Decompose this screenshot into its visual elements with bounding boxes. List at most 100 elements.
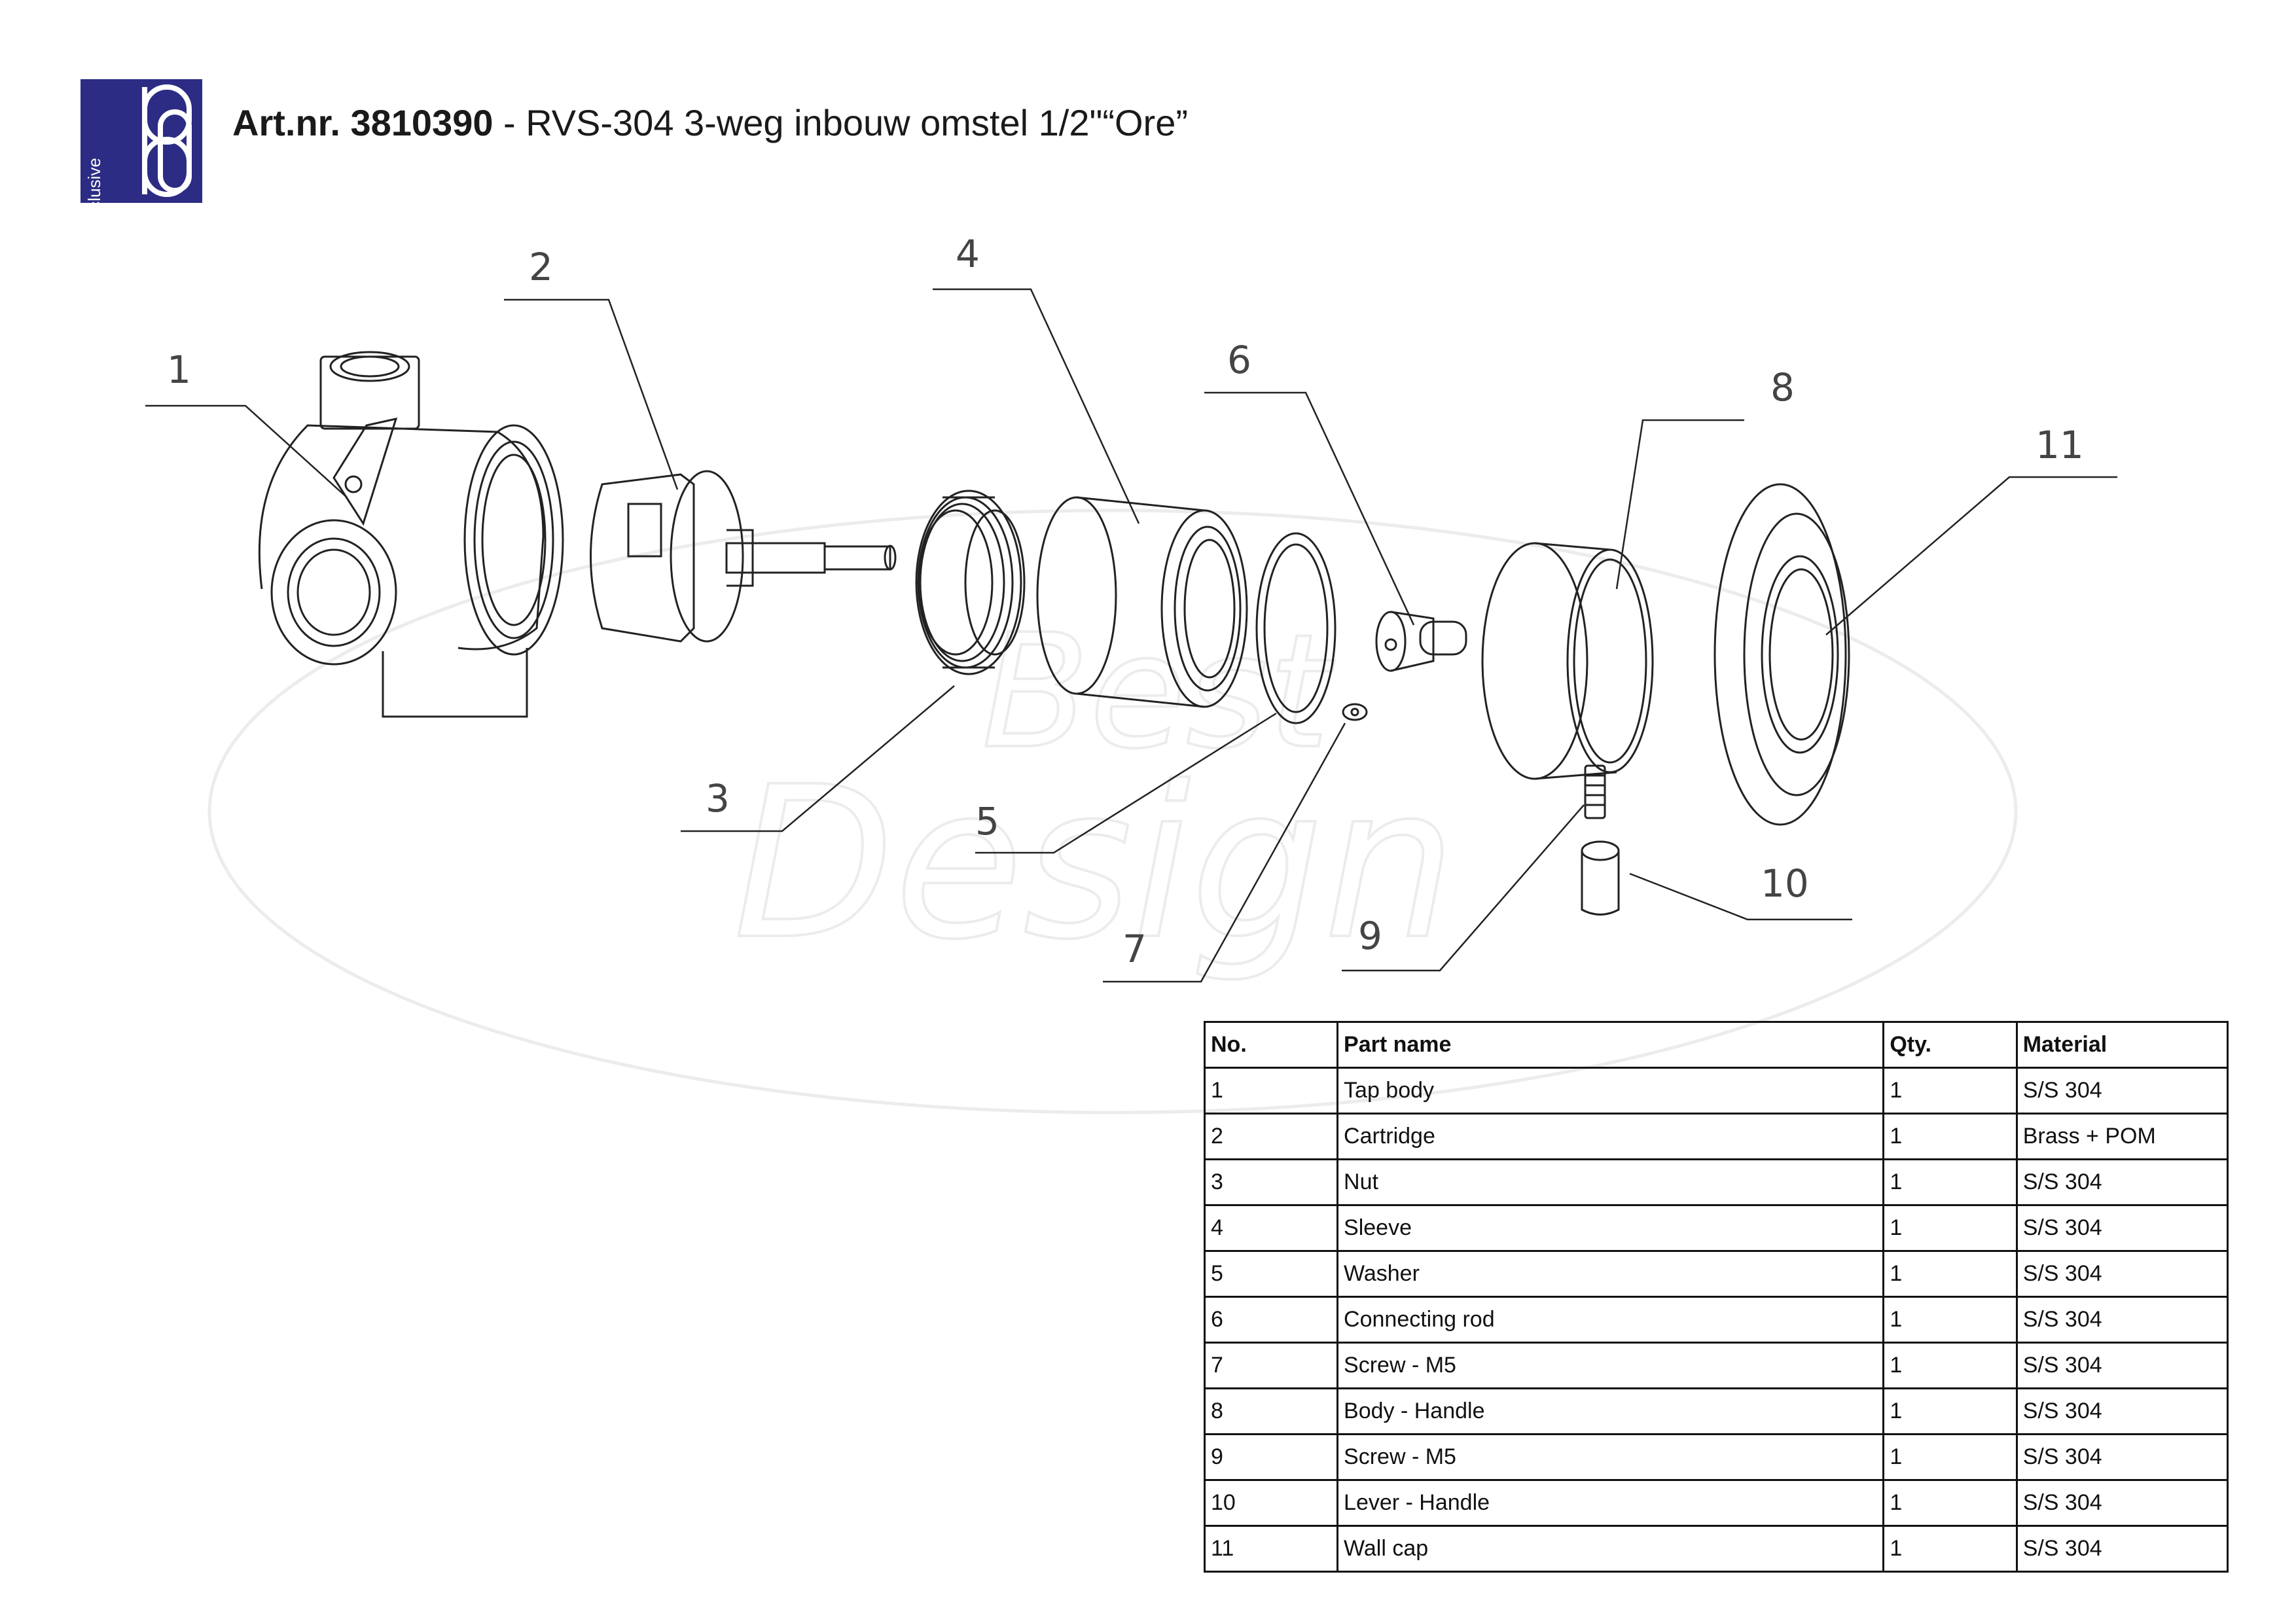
cell-qty: 1 bbox=[1882, 1525, 2018, 1573]
cell-qty: 1 bbox=[1882, 1067, 2018, 1115]
callout-6: 6 bbox=[1227, 338, 1251, 382]
cell-part-name: Screw - M5 bbox=[1336, 1433, 1885, 1481]
part-11-wall-cap bbox=[1713, 483, 1850, 826]
cell-part-name: Screw - M5 bbox=[1336, 1342, 1885, 1389]
header-no: No. bbox=[1203, 1021, 1339, 1069]
header-part-name: Part name bbox=[1336, 1021, 1885, 1069]
part-8-handle-body bbox=[1481, 542, 1654, 780]
callout-1: 1 bbox=[167, 348, 191, 392]
cell-no: 6 bbox=[1203, 1296, 1339, 1344]
article-number: Art.nr. 3810390 bbox=[232, 102, 493, 143]
table-header-row: No. Part name Qty. Material bbox=[1203, 1021, 2229, 1069]
callout-7: 7 bbox=[1122, 927, 1147, 971]
leader-10 bbox=[1629, 872, 1852, 921]
cell-material: S/S 304 bbox=[2015, 1433, 2229, 1481]
cell-part-name: Connecting rod bbox=[1336, 1296, 1885, 1344]
part-6-connecting-rod bbox=[1375, 611, 1467, 672]
cell-qty: 1 bbox=[1882, 1158, 2018, 1206]
leader-3 bbox=[681, 685, 955, 832]
brand-logo: Exclusive bbox=[81, 79, 202, 230]
callout-8: 8 bbox=[1770, 365, 1795, 410]
callout-2: 2 bbox=[529, 245, 553, 289]
leader-9 bbox=[1342, 804, 1585, 972]
leader-2 bbox=[504, 298, 679, 490]
cell-part-name: Sleeve bbox=[1336, 1204, 1885, 1252]
cell-qty: 1 bbox=[1882, 1204, 2018, 1252]
cell-material: S/S 304 bbox=[2015, 1525, 2229, 1573]
cell-material: S/S 304 bbox=[2015, 1479, 2229, 1527]
cell-part-name: Nut bbox=[1336, 1158, 1885, 1206]
part-10-lever bbox=[1581, 840, 1620, 916]
part-3-nut bbox=[915, 490, 1026, 675]
cell-no: 3 bbox=[1203, 1158, 1339, 1206]
cell-no: 9 bbox=[1203, 1433, 1339, 1481]
cell-no: 11 bbox=[1203, 1525, 1339, 1573]
page-title: Art.nr. 3810390 - RVS-304 3-weg inbouw o… bbox=[232, 101, 1188, 144]
watermark: Best Design bbox=[207, 508, 2018, 1115]
cell-material: S/S 304 bbox=[2015, 1250, 2229, 1298]
cell-no: 4 bbox=[1203, 1204, 1339, 1252]
header-qty: Qty. bbox=[1882, 1021, 2018, 1069]
callout-10: 10 bbox=[1761, 861, 1809, 906]
cell-no: 1 bbox=[1203, 1067, 1339, 1115]
logo-bd-mark bbox=[142, 84, 192, 197]
callout-9: 9 bbox=[1358, 914, 1382, 958]
part-4-sleeve bbox=[1036, 496, 1248, 708]
leader-1 bbox=[145, 404, 348, 498]
cell-no: 8 bbox=[1203, 1387, 1339, 1435]
cell-part-name: Tap body bbox=[1336, 1067, 1885, 1115]
part-1-tap-body bbox=[258, 351, 564, 718]
part-7-screw bbox=[1342, 703, 1368, 721]
cell-qty: 1 bbox=[1882, 1387, 2018, 1435]
cell-part-name: Washer bbox=[1336, 1250, 1885, 1298]
cell-qty: 1 bbox=[1882, 1296, 2018, 1344]
leader-4 bbox=[933, 288, 1140, 524]
cell-part-name: Body - Handle bbox=[1336, 1387, 1885, 1435]
cell-material: S/S 304 bbox=[2015, 1342, 2229, 1389]
leader-11 bbox=[1825, 476, 2117, 635]
callout-5: 5 bbox=[975, 799, 999, 844]
header-material: Material bbox=[2015, 1021, 2229, 1069]
callout-11: 11 bbox=[2036, 423, 2084, 467]
cell-material: S/S 304 bbox=[2015, 1296, 2229, 1344]
leader-6 bbox=[1204, 391, 1415, 626]
part-2-cartridge bbox=[590, 470, 897, 643]
callout-4: 4 bbox=[956, 232, 980, 276]
leader-5 bbox=[975, 712, 1277, 854]
cell-qty: 1 bbox=[1882, 1433, 2018, 1481]
cell-part-name: Lever - Handle bbox=[1336, 1479, 1885, 1527]
callout-3: 3 bbox=[706, 776, 730, 821]
cell-no: 7 bbox=[1203, 1342, 1339, 1389]
cell-material: S/S 304 bbox=[2015, 1204, 2229, 1252]
part-9-set-screw bbox=[1584, 764, 1606, 819]
leader-7 bbox=[1103, 722, 1346, 983]
watermark-line2: Design bbox=[733, 742, 1456, 986]
cell-part-name: Wall cap bbox=[1336, 1525, 1885, 1573]
cell-material: S/S 304 bbox=[2015, 1158, 2229, 1206]
cell-no: 5 bbox=[1203, 1250, 1339, 1298]
cell-qty: 1 bbox=[1882, 1113, 2018, 1160]
leader-8 bbox=[1615, 419, 1744, 590]
part-5-washer bbox=[1255, 532, 1336, 724]
cell-material: S/S 304 bbox=[2015, 1387, 2229, 1435]
article-description: - RVS-304 3-weg inbouw omstel 1/2"“Ore” bbox=[493, 102, 1188, 143]
cell-part-name: Cartridge bbox=[1336, 1113, 1885, 1160]
cell-no: 10 bbox=[1203, 1479, 1339, 1527]
cell-material: S/S 304 bbox=[2015, 1067, 2229, 1115]
cell-qty: 1 bbox=[1882, 1342, 2018, 1389]
cell-qty: 1 bbox=[1882, 1479, 2018, 1527]
cell-material: Brass + POM bbox=[2015, 1113, 2229, 1160]
